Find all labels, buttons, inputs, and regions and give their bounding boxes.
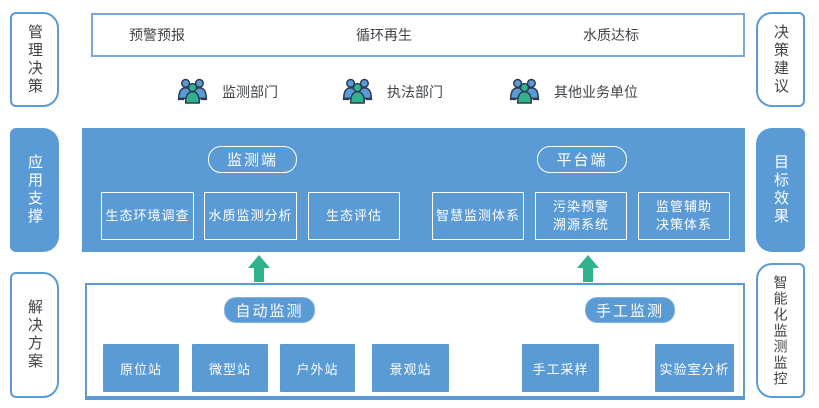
auto-monitoring-tag: 自动监测 — [224, 297, 315, 323]
dept-label: 监测部门 — [222, 84, 278, 100]
users-group-icon — [177, 78, 208, 104]
solution-panel: 自动监测 手工监测 原位站 微型站 户外站 景观站 手工采样 实验室分析 — [85, 283, 745, 400]
users-group-icon — [509, 78, 540, 104]
rail-label: 管理决策 — [26, 23, 43, 96]
up-arrow-icon — [577, 255, 599, 282]
dept-label: 执法部门 — [387, 84, 443, 100]
goal-early-warning: 预警预报 — [129, 27, 185, 43]
dept-other-business: 其他业务单位 — [508, 73, 638, 111]
platform-side-tag: 平台端 — [537, 146, 627, 173]
rail-label: 智能化监测监控 — [772, 274, 789, 387]
station-landscape: 景观站 — [372, 344, 449, 392]
goal-recycling: 循环再生 — [356, 27, 412, 43]
rail-management-decision: 管理决策 — [10, 12, 59, 107]
station-micro: 微型站 — [192, 344, 268, 392]
monitor-side-tag: 监测端 — [208, 146, 297, 173]
goal-water-quality: 水质达标 — [583, 27, 639, 43]
rail-smart-monitoring-control: 智能化监测监控 — [756, 263, 805, 398]
module-eco-assessment: 生态评估 — [308, 192, 400, 240]
users-group-icon — [342, 78, 373, 104]
dept-label: 其他业务单位 — [554, 84, 638, 100]
station-in-situ: 原位站 — [103, 344, 179, 392]
rail-label: 应用支撑 — [26, 154, 43, 226]
station-outdoor: 户外站 — [280, 344, 355, 392]
module-pollution-warning-tracing: 污染预警 溯源系统 — [535, 192, 627, 240]
rail-label: 解决方案 — [26, 299, 43, 371]
up-arrow-icon — [248, 255, 270, 282]
station-manual-sampling: 手工采样 — [522, 344, 599, 392]
rail-application-support: 应用支撑 — [10, 128, 59, 252]
rail-label: 决策建议 — [772, 23, 789, 96]
module-eco-environment-survey: 生态环境调查 — [101, 192, 194, 240]
rail-decision-advice: 决策建议 — [756, 12, 805, 107]
dept-monitoring: 监测部门 — [176, 73, 278, 111]
manual-monitoring-tag: 手工监测 — [585, 297, 675, 323]
application-panel: 监测端 平台端 生态环境调查 水质监测分析 生态评估 智慧监测体系 污染预警 溯… — [82, 128, 745, 252]
module-water-quality-analysis: 水质监测分析 — [204, 192, 297, 240]
rail-target-effect: 目标效果 — [756, 128, 805, 252]
dept-law-enforcement: 执法部门 — [341, 73, 443, 111]
rail-solution: 解决方案 — [10, 272, 59, 398]
goals-box: 预警预报 循环再生 水质达标 — [91, 13, 745, 57]
station-lab-analysis: 实验室分析 — [655, 344, 734, 392]
rail-label: 目标效果 — [772, 154, 789, 226]
module-smart-monitoring-system: 智慧监测体系 — [432, 192, 524, 240]
module-supervision-decision-support: 监管辅助 决策体系 — [638, 192, 730, 240]
